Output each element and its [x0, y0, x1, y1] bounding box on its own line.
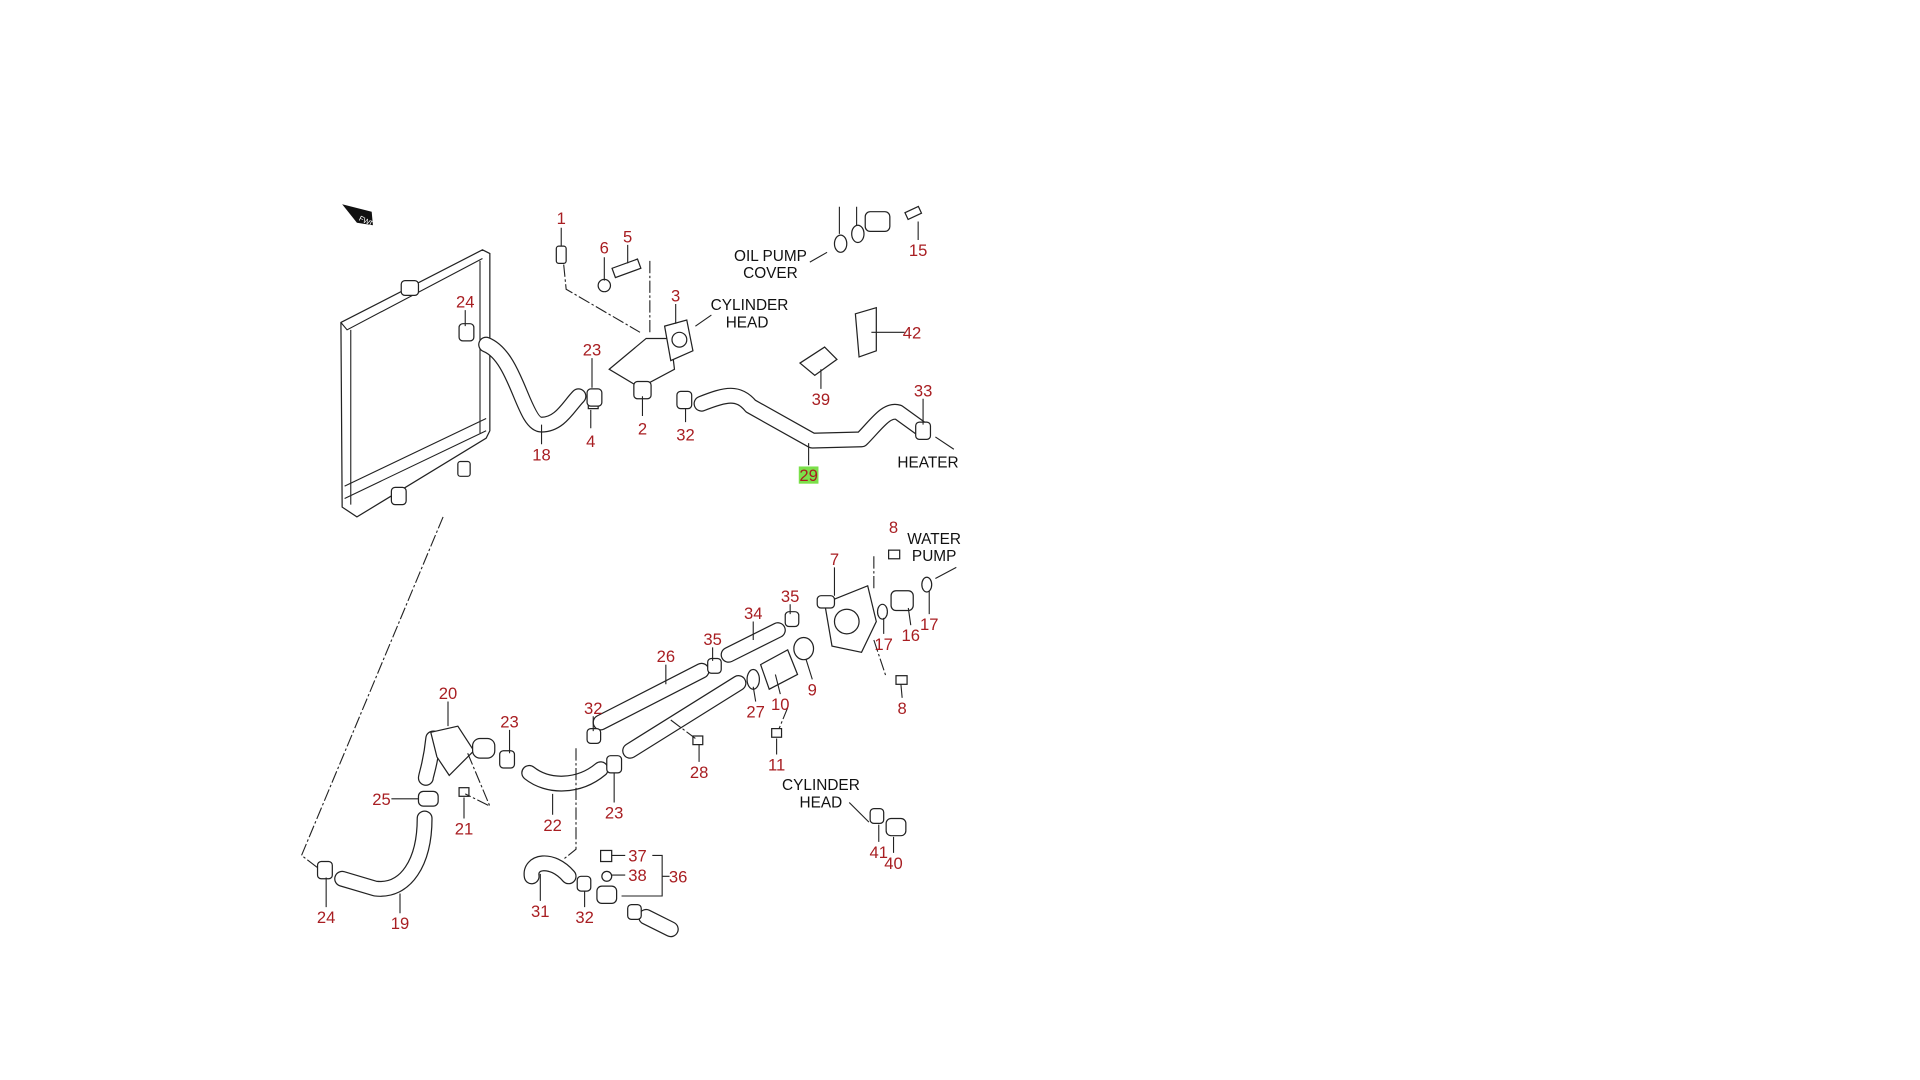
callout-35[interactable]: 35	[781, 587, 799, 606]
notes: OIL PUMP COVER CYLINDER HEAD HEATER WATE…	[711, 248, 961, 811]
callout-17[interactable]: 17	[920, 615, 938, 634]
callout-15[interactable]: 15	[909, 241, 927, 260]
svg-text:FWD: FWD	[357, 214, 376, 229]
callout-24[interactable]: 24	[456, 293, 474, 312]
callout-10[interactable]: 10	[771, 695, 789, 714]
svg-text:HEATER: HEATER	[897, 455, 958, 472]
fwd-arrow-icon: FWD	[342, 204, 377, 229]
callout-32[interactable]: 32	[676, 426, 694, 445]
radiator	[340, 249, 491, 518]
callout-16[interactable]: 16	[902, 626, 920, 645]
callout-33[interactable]: 33	[914, 381, 932, 400]
callout-21[interactable]: 21	[455, 819, 473, 838]
svg-text:CYLINDER: CYLINDER	[711, 297, 789, 314]
callout-27[interactable]: 27	[746, 703, 764, 722]
callout-39[interactable]: 39	[812, 390, 830, 409]
callout-32[interactable]: 32	[584, 699, 602, 718]
callout-42[interactable]: 42	[903, 323, 921, 342]
svg-text:CYLINDER: CYLINDER	[782, 777, 860, 794]
callout-40[interactable]: 40	[884, 854, 902, 873]
callout-2[interactable]: 2	[638, 419, 647, 438]
svg-text:OIL PUMP: OIL PUMP	[734, 248, 807, 265]
leader-lines	[300, 206, 957, 914]
svg-text:WATER: WATER	[907, 531, 961, 548]
callout-7[interactable]: 7	[830, 550, 839, 569]
callout-29[interactable]: 29	[799, 466, 817, 485]
callout-35[interactable]: 35	[703, 630, 721, 649]
callout-34[interactable]: 34	[744, 604, 762, 623]
callout-3[interactable]: 3	[671, 287, 680, 306]
callout-23[interactable]: 23	[500, 712, 518, 731]
callout-22[interactable]: 22	[543, 816, 561, 835]
callout-18[interactable]: 18	[532, 445, 550, 464]
callout-4[interactable]: 4	[586, 432, 595, 451]
callout-5[interactable]: 5	[623, 227, 632, 246]
callout-26[interactable]: 26	[657, 647, 675, 666]
callout-32[interactable]: 32	[575, 908, 593, 927]
callout-9[interactable]: 9	[808, 680, 817, 699]
components	[316, 205, 933, 920]
svg-text:COVER: COVER	[743, 265, 798, 282]
callout-24[interactable]: 24	[317, 908, 335, 927]
callout-11[interactable]: 11	[768, 755, 785, 774]
svg-text:PUMP: PUMP	[912, 548, 956, 565]
callout-23[interactable]: 23	[605, 803, 623, 822]
highlight-marker	[798, 466, 819, 484]
callout-6[interactable]: 6	[600, 239, 609, 258]
svg-text:HEAD: HEAD	[800, 794, 843, 811]
callout-41[interactable]: 41	[870, 843, 888, 862]
svg-text:HEAD: HEAD	[726, 314, 769, 331]
callout-19[interactable]: 19	[391, 914, 409, 933]
callout-20[interactable]: 20	[439, 684, 457, 703]
callout-8[interactable]: 8	[889, 518, 898, 537]
callout-28[interactable]: 28	[690, 763, 708, 782]
callout-38[interactable]: 38	[628, 866, 646, 885]
callout-36[interactable]: 36	[669, 867, 687, 886]
callout-23[interactable]: 23	[583, 341, 601, 360]
hoses	[334, 336, 929, 938]
callout-37[interactable]: 37	[628, 847, 646, 866]
callout-17[interactable]: 17	[874, 635, 892, 654]
callout-31[interactable]: 31	[531, 902, 549, 921]
callout-1[interactable]: 1	[557, 209, 566, 228]
callout-8[interactable]: 8	[898, 699, 907, 718]
callout-25[interactable]: 25	[372, 790, 390, 809]
part-callouts: 1 6 5 3 15 42 39 24 23 2 32 4 18 33 29 8…	[317, 209, 939, 933]
